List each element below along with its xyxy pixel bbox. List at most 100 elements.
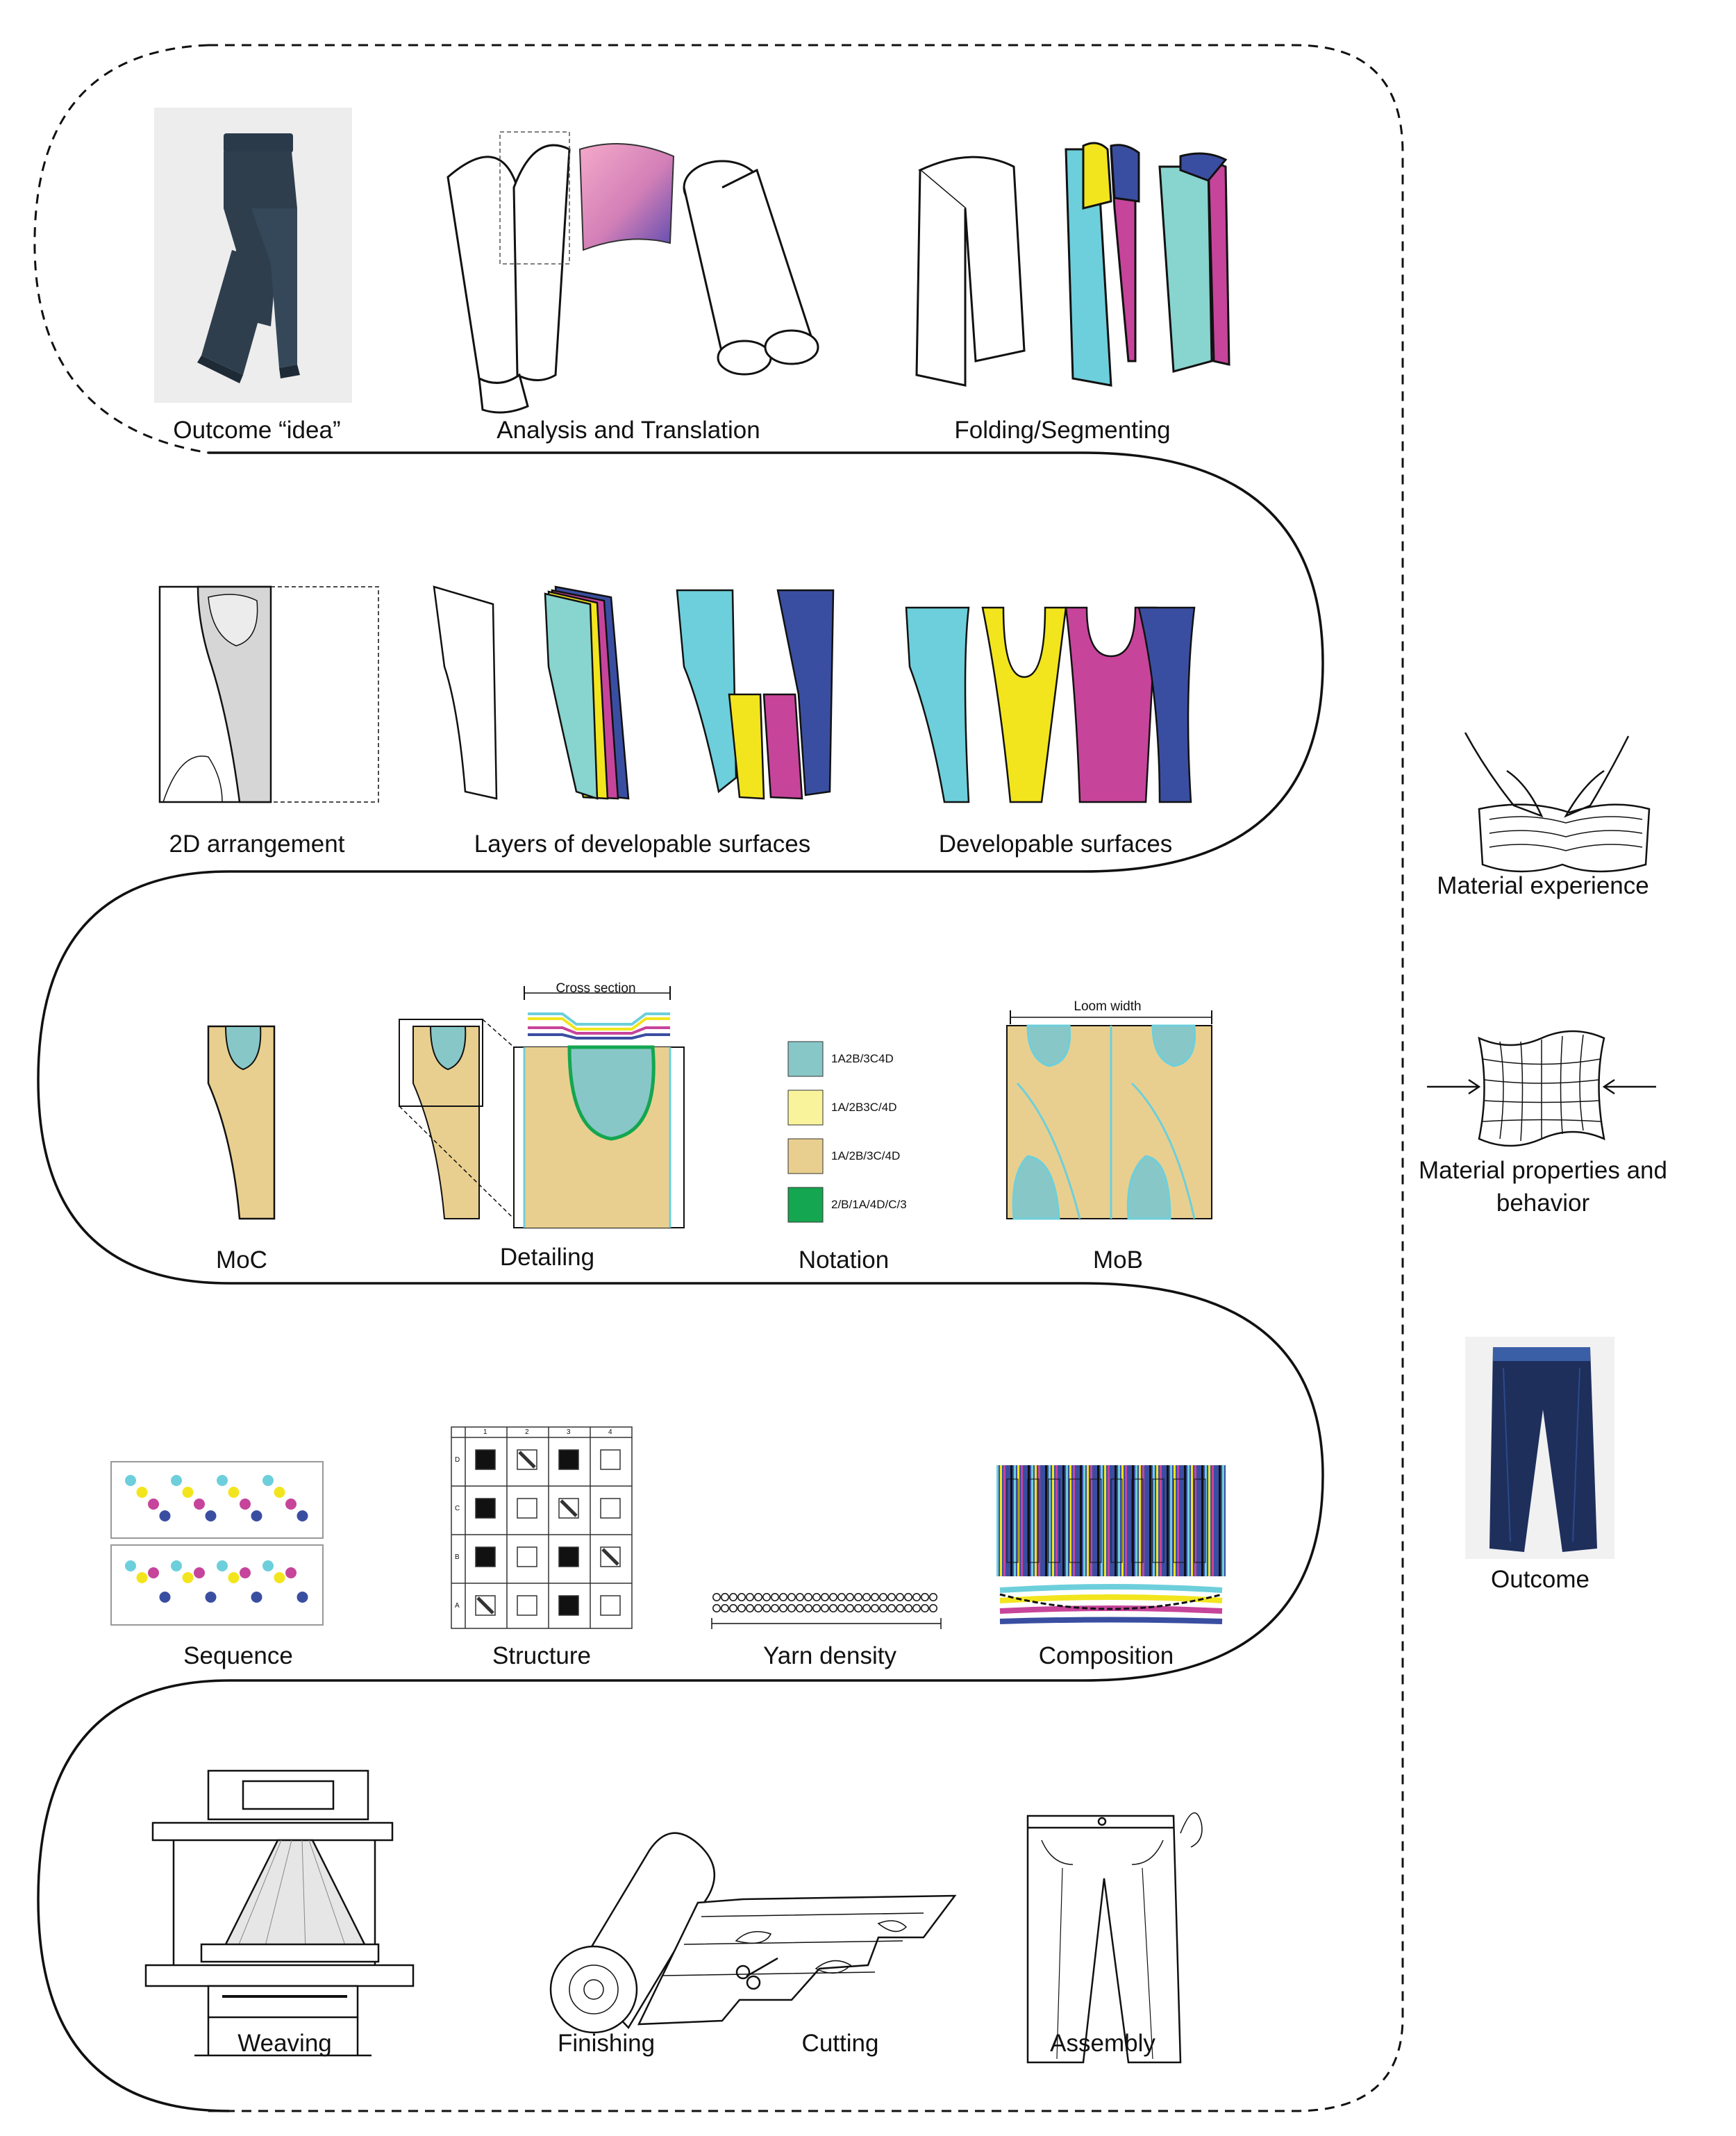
yarn-circle bbox=[821, 1604, 829, 1612]
weave-stripe bbox=[1052, 1465, 1054, 1576]
yarn-circle bbox=[762, 1593, 771, 1601]
weave-stripe bbox=[1042, 1465, 1044, 1576]
layers-drawing bbox=[433, 585, 835, 800]
fabric-roll-drawing bbox=[549, 1832, 957, 2034]
stage-label-sequence: Sequence bbox=[183, 1642, 293, 1669]
sequence-dot bbox=[297, 1592, 308, 1603]
yarn-circle bbox=[912, 1593, 921, 1601]
structure-row-label: A bbox=[455, 1602, 460, 1610]
yarn-circle bbox=[854, 1593, 862, 1601]
yarn-circle bbox=[729, 1593, 737, 1601]
assembly-trousers-drawing bbox=[1026, 1812, 1203, 2064]
weave-block bbox=[1069, 1478, 1081, 1563]
weave-block bbox=[1048, 1478, 1060, 1563]
yarn-circle bbox=[771, 1604, 779, 1612]
weave-stripe bbox=[1014, 1465, 1016, 1576]
weave-stripe bbox=[1215, 1465, 1217, 1576]
weave-stripe bbox=[1007, 1465, 1009, 1576]
weave-stripe bbox=[1167, 1465, 1169, 1576]
weave-stripe bbox=[1198, 1465, 1200, 1576]
weave-stripe bbox=[1208, 1465, 1210, 1576]
yarn-circle bbox=[737, 1593, 746, 1601]
yarn-circle bbox=[929, 1593, 937, 1601]
stage-label-developable: Developable surfaces bbox=[938, 831, 1173, 858]
weave-block bbox=[1027, 1478, 1040, 1563]
weave-stripe bbox=[1104, 1465, 1106, 1576]
yarn-circle bbox=[896, 1604, 904, 1612]
yarn-density-bracket bbox=[711, 1618, 942, 1629]
weave-block bbox=[1194, 1478, 1206, 1563]
yarn-circle bbox=[796, 1593, 804, 1601]
weave-stripe bbox=[1066, 1465, 1068, 1576]
yarn-circle bbox=[796, 1604, 804, 1612]
sequence-dot bbox=[159, 1592, 171, 1603]
structure-col-label: 1 bbox=[483, 1428, 487, 1436]
yarn-circle bbox=[812, 1593, 821, 1601]
weave-block bbox=[1006, 1478, 1019, 1563]
weave-stripe bbox=[1031, 1465, 1033, 1576]
weave-stripe bbox=[1115, 1465, 1117, 1576]
sequence-dot bbox=[171, 1475, 182, 1486]
notation-swatches bbox=[787, 1041, 824, 1223]
notation-code: 1A/2B/3C/4D bbox=[831, 1149, 901, 1162]
yarn-density-circles bbox=[712, 1593, 937, 1612]
yarn-circle bbox=[771, 1593, 779, 1601]
yarn-circle bbox=[879, 1593, 887, 1601]
yarn-circle bbox=[812, 1604, 821, 1612]
weave-stripe bbox=[1177, 1465, 1179, 1576]
weave-stripe bbox=[1128, 1465, 1130, 1576]
weave-stripe bbox=[1035, 1465, 1037, 1576]
yarn-circle bbox=[837, 1604, 846, 1612]
sequence-dot bbox=[262, 1475, 274, 1486]
yarn-circle bbox=[846, 1604, 854, 1612]
stage-label-notation: Notation bbox=[798, 1246, 890, 1274]
weave-stripe bbox=[1087, 1465, 1089, 1576]
stage-label-finishing: Finishing bbox=[557, 2030, 656, 2057]
sequence-dot bbox=[148, 1499, 159, 1510]
structure-row-label: D bbox=[455, 1456, 460, 1464]
weave-stripe bbox=[1222, 1465, 1224, 1576]
sequence-dot bbox=[217, 1560, 228, 1571]
weave-stripe bbox=[1083, 1465, 1085, 1576]
yarn-circle bbox=[887, 1593, 896, 1601]
sequence-dot bbox=[136, 1572, 148, 1583]
weave-stripe bbox=[1170, 1465, 1172, 1576]
yarn-circle bbox=[754, 1604, 762, 1612]
yarn-circle bbox=[821, 1593, 829, 1601]
yarn-circle bbox=[837, 1593, 846, 1601]
stage-label-analysis: Analysis and Translation bbox=[496, 417, 760, 444]
structure-row-label: B bbox=[455, 1553, 460, 1561]
weave-stripe bbox=[1073, 1465, 1075, 1576]
weave-block bbox=[1110, 1478, 1123, 1563]
arrangement-drawing bbox=[158, 585, 379, 803]
sequence-dot bbox=[148, 1567, 159, 1578]
yarn-circle bbox=[862, 1604, 871, 1612]
weave-stripe bbox=[1097, 1465, 1099, 1576]
yarn-circle bbox=[754, 1593, 762, 1601]
sequence-dot bbox=[274, 1572, 285, 1583]
weave-stripe bbox=[1000, 1465, 1002, 1576]
weave-stripe bbox=[1180, 1465, 1183, 1576]
sequence-dot bbox=[194, 1567, 205, 1578]
weave-stripe bbox=[1156, 1465, 1158, 1576]
weave-stripe bbox=[1069, 1465, 1071, 1576]
process-boundary-dashed-left bbox=[33, 44, 209, 454]
yarn-circle bbox=[746, 1593, 754, 1601]
yarn-circle bbox=[712, 1593, 721, 1601]
weave-stripe bbox=[1028, 1465, 1030, 1576]
weave-stripe bbox=[1118, 1465, 1120, 1576]
weave-stripe bbox=[1094, 1465, 1096, 1576]
weave-stripe bbox=[1049, 1465, 1051, 1576]
composition-cross-section bbox=[999, 1584, 1223, 1624]
sequence-dot bbox=[285, 1499, 297, 1510]
sequence-dot bbox=[182, 1572, 194, 1583]
structure-col-label: 3 bbox=[567, 1428, 571, 1436]
yarn-circle bbox=[737, 1604, 746, 1612]
sequence-dots-1 bbox=[125, 1475, 308, 1521]
weave-stripe bbox=[1125, 1465, 1127, 1576]
weave-stripe bbox=[1076, 1465, 1078, 1576]
yarn-circle bbox=[804, 1604, 812, 1612]
sequence-dot bbox=[251, 1592, 262, 1603]
stage-label-mob: MoB bbox=[1093, 1246, 1143, 1274]
sequence-dot bbox=[159, 1510, 171, 1521]
